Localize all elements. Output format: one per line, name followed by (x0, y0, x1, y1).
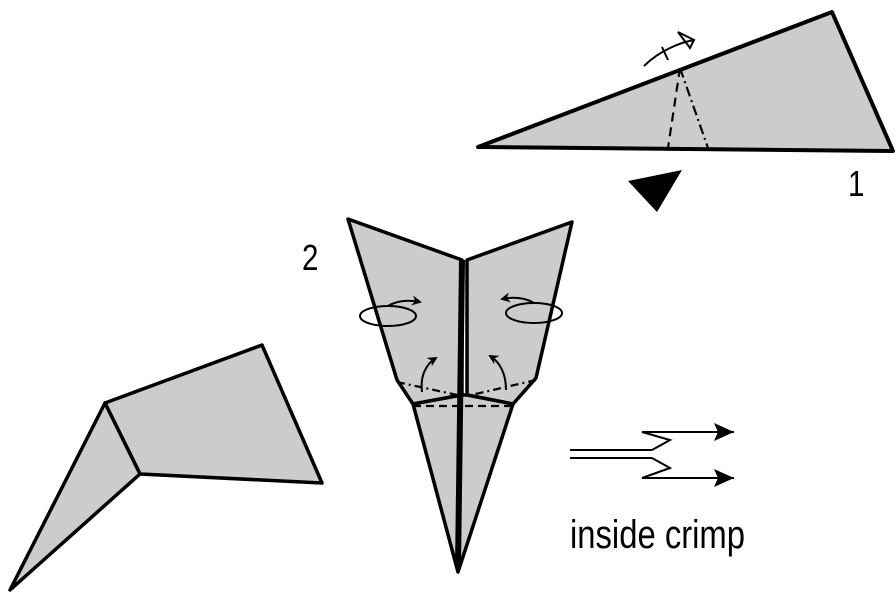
step2-left-crimp-line (396, 380, 463, 398)
inside-crimp-caption: inside crimp (570, 513, 745, 557)
step1-fold-arrowhead (677, 31, 696, 50)
step2-center-crease (455, 259, 465, 569)
step-1-number: 1 (848, 163, 865, 204)
inside-crimp-symbol (570, 423, 734, 487)
step2-left-wing (346, 217, 464, 406)
crimped-result-model (8, 343, 324, 592)
step1-fold-behind-arrow (643, 39, 695, 67)
step1-mountain-fold-line (678, 67, 710, 149)
result-tail (8, 401, 142, 592)
step1-valley-fold-line (666, 67, 682, 149)
crimp-symbol-upper-arrowhead (714, 423, 734, 441)
step2-right-crimp-line (466, 378, 537, 398)
step2-right-wing-fold-arrow (500, 292, 535, 304)
step-2-number: 2 (302, 237, 319, 278)
step2-model (346, 217, 574, 574)
step1-model (476, 10, 895, 153)
result-body (103, 343, 324, 485)
crimp-symbol-lower-arrowhead (714, 469, 734, 487)
crimp-symbol-upper-zigzag (641, 431, 734, 451)
step2-left-crimp-arrow (420, 356, 438, 393)
step2-right-wing (465, 220, 574, 406)
crimp-symbol-lower-zigzag (641, 457, 734, 479)
turn-over-triangle-icon (628, 170, 682, 212)
step2-right-crimp-arrow (488, 354, 507, 391)
step2-left-wing-fold-arrow (387, 295, 422, 307)
step2-lower-body (411, 393, 515, 574)
step1-fold-mark (661, 46, 669, 61)
